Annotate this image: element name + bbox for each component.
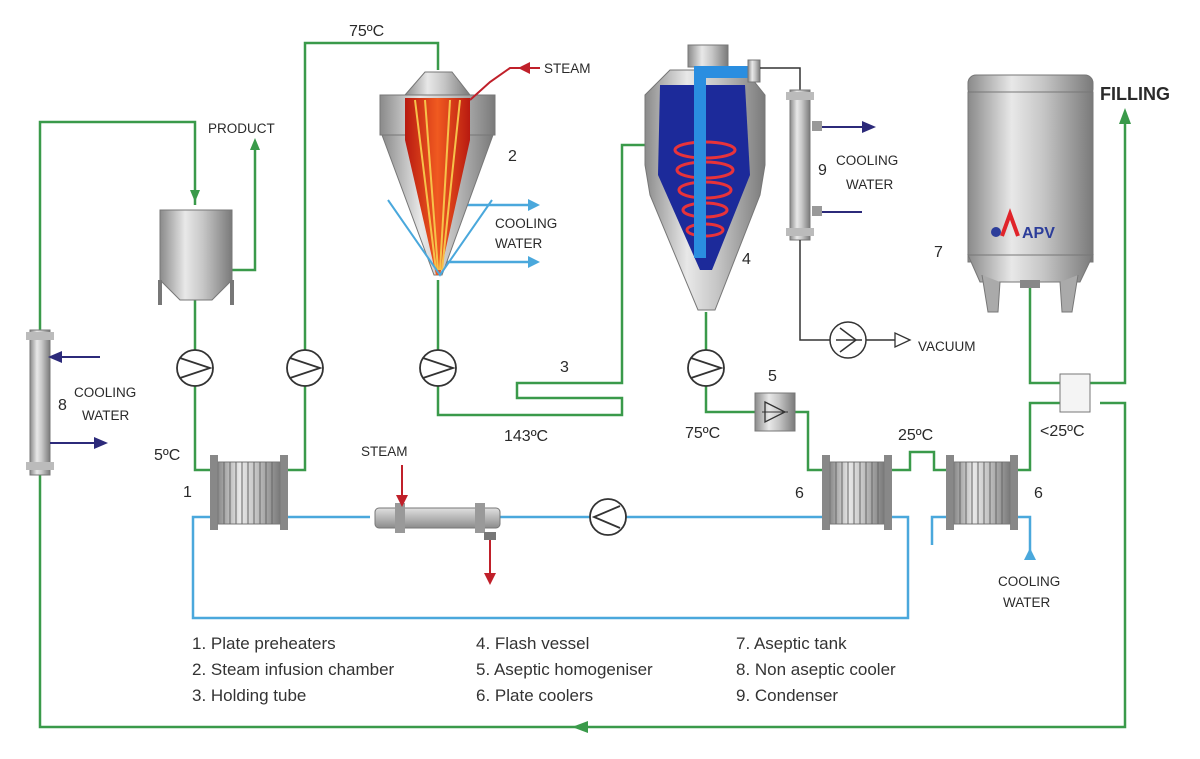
vacuum-label: VACUUM <box>918 339 976 354</box>
brand-label: APV <box>1022 225 1055 242</box>
temp-between-coolers: 25ºC <box>898 427 933 444</box>
pump-icon <box>286 349 324 387</box>
cooling-out-arrow-icon <box>862 121 876 133</box>
legend-item: 1. Plate preheaters <box>192 634 336 653</box>
steam-arrow-icon <box>396 495 408 507</box>
plate-preheater <box>210 455 288 530</box>
number-5: 5 <box>768 368 777 385</box>
number-3: 3 <box>560 359 569 376</box>
product-label: PRODUCT <box>208 121 275 136</box>
temp-after-flash: 75ºC <box>685 425 720 442</box>
cooling-water-condenser-label: COOLING <box>836 153 898 168</box>
cooling-water-left-label: COOLING <box>74 385 136 400</box>
number-4: 4 <box>742 251 751 268</box>
number-9: 9 <box>818 162 827 179</box>
steam-infuser-label: STEAM <box>361 444 408 459</box>
cooling-water-bottom-label-2: WATER <box>1003 595 1050 610</box>
cooling-out-arrow-icon <box>94 437 108 449</box>
pump-icon <box>687 349 725 387</box>
pump-icon <box>589 498 627 536</box>
number-6b: 6 <box>1034 485 1043 502</box>
water-arrow-icon <box>528 199 540 211</box>
apv-logo <box>991 208 1020 237</box>
legend-column-3: 7. Aseptic tank 8. Non aseptic cooler 9.… <box>736 631 896 709</box>
cooling-in-arrow-icon <box>48 351 62 363</box>
legend-item: 2. Steam infusion chamber <box>192 660 395 679</box>
legend-item: 5. Aseptic homogeniser <box>476 660 653 679</box>
non-aseptic-cooler <box>26 329 54 476</box>
legend-item: 4. Flash vessel <box>476 634 590 653</box>
number-2: 2 <box>508 148 517 165</box>
three-way-valve <box>1059 373 1091 413</box>
legend-item: 9. Condenser <box>736 686 839 705</box>
legend-column-1: 1. Plate preheaters 2. Steam infusion ch… <box>192 631 394 709</box>
aseptic-homogeniser <box>754 392 796 432</box>
number-1: 1 <box>183 484 192 501</box>
water-arrow-icon <box>1024 548 1036 560</box>
legend-item: 8. Non aseptic cooler <box>736 660 896 679</box>
flow-arrow-icon <box>250 138 260 150</box>
flow-arrow-icon <box>572 721 588 733</box>
steam-top-label: STEAM <box>544 61 591 76</box>
legend-item: 3. Holding tube <box>192 686 307 705</box>
cooling-water-condenser-label-2: WATER <box>846 177 893 192</box>
pump-icon <box>176 349 214 387</box>
temp-top: 75ºC <box>349 23 384 40</box>
number-8: 8 <box>58 397 67 414</box>
water-lines <box>191 203 1032 620</box>
temp-feed: 5ºC <box>154 447 180 464</box>
condenser <box>786 89 822 241</box>
flow-arrow-icon <box>190 190 200 202</box>
flow-arrow-icon <box>1119 108 1131 124</box>
flash-vessel <box>644 44 766 311</box>
legend-column-2: 4. Flash vessel 5. Aseptic homogeniser 6… <box>476 631 653 709</box>
plate-cooler-2 <box>946 455 1018 530</box>
steam-water-heater <box>374 503 501 533</box>
cooling-water-left-label-2: WATER <box>82 408 129 423</box>
cooling-water-bottom-label: COOLING <box>998 574 1060 589</box>
aseptic-tank <box>967 74 1094 313</box>
number-6a: 6 <box>795 485 804 502</box>
steam-infusion-chamber <box>379 71 496 277</box>
water-arrow-icon <box>528 256 540 268</box>
plate-cooler-1 <box>822 455 892 530</box>
legend-item: 6. Plate coolers <box>476 686 594 705</box>
temp-outlet: <25ºC <box>1040 423 1085 440</box>
pump-icon <box>419 349 457 387</box>
condensate-arrow-icon <box>484 573 496 585</box>
filling-label: FILLING <box>1100 84 1170 104</box>
steam-arrow-icon <box>518 62 530 74</box>
legend-item: 7. Aseptic tank <box>736 634 847 653</box>
product-lines <box>38 41 1127 729</box>
vacuum-pump-icon <box>829 321 867 359</box>
cooling-water-chamber-label-2: WATER <box>495 236 542 251</box>
cooling-water-chamber-label: COOLING <box>495 216 557 231</box>
temp-holding: 143ºC <box>504 428 548 445</box>
number-7: 7 <box>934 244 943 261</box>
product-tank <box>158 209 234 305</box>
